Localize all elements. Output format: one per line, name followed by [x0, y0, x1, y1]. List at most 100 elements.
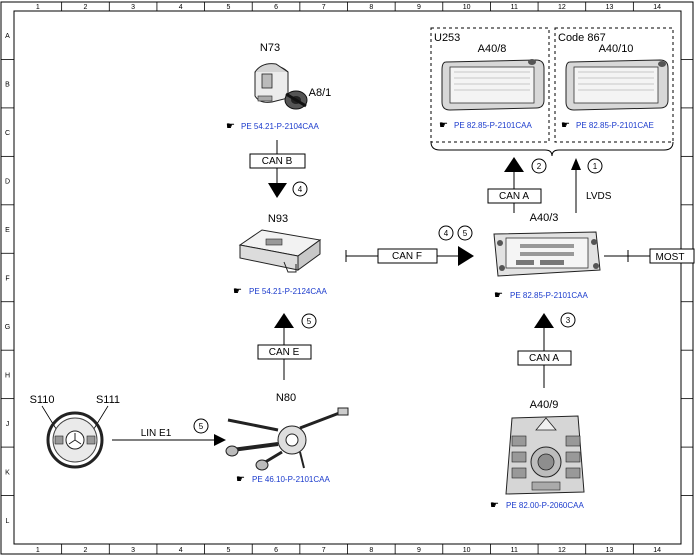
a40-3-reference-link[interactable]: PE 82.85-P-2101CAA	[510, 291, 588, 300]
reference-hand-icon: ☛	[236, 474, 245, 485]
a40-10-display-icon	[565, 59, 669, 111]
steering-wheel-icon	[46, 411, 104, 469]
grid-column-label: 7	[322, 4, 326, 11]
grid-column-label: 12	[558, 4, 566, 11]
step-badge	[457, 225, 473, 241]
grid-column-label: 10	[463, 4, 471, 11]
lvds-step: 1	[593, 162, 598, 171]
lvds-arrowhead	[571, 158, 581, 170]
step-badge	[587, 158, 603, 174]
a40-8-label: A40/8	[478, 43, 507, 55]
n80-reference[interactable]: ☛ PE 46.10-P-2101CAA	[236, 474, 330, 485]
u253-dashed-box	[430, 27, 550, 143]
grid-column-label: 7	[322, 547, 326, 554]
can-a-low-arrowhead	[534, 313, 554, 328]
grid-column-label: 14	[653, 547, 661, 554]
a40-8-display-icon	[441, 59, 545, 111]
step-badge	[438, 225, 454, 241]
reference-hand-icon: ☛	[494, 290, 503, 301]
a40-9-reference-link[interactable]: PE 82.00-P-2060CAA	[506, 501, 584, 510]
can-b-label: CAN B	[262, 156, 293, 167]
n80-steering-column-switch-icon	[225, 407, 349, 471]
grid-row-label: D	[5, 179, 10, 186]
step-badge	[292, 181, 308, 197]
a40-9-reference[interactable]: ☛ PE 82.00-P-2060CAA	[490, 500, 584, 511]
grid-row-label: H	[5, 372, 10, 379]
a40-3-reference[interactable]: ☛ PE 82.85-P-2101CAA	[494, 290, 588, 301]
code867-dashed-box	[554, 27, 674, 143]
display-group-brace	[430, 141, 674, 157]
grid-row-label: K	[5, 469, 10, 476]
a40-10-reference[interactable]: ☛ PE 82.85-P-2101CAE	[561, 120, 654, 131]
grid-row-label: F	[5, 276, 9, 283]
grid-column-label: 8	[369, 4, 373, 11]
s110-label: S110	[30, 394, 55, 406]
can-a-up-arrowhead	[504, 157, 524, 172]
grid-column-label: 13	[606, 4, 614, 11]
grid-column-label: 9	[417, 4, 421, 11]
grid-row-label: G	[5, 324, 10, 331]
grid-column-label: 6	[274, 547, 278, 554]
a40-9-control-panel-icon	[505, 415, 585, 495]
grid-column-label: 9	[417, 547, 421, 554]
grid-row-label: B	[5, 82, 10, 89]
grid-column-label: 3	[131, 547, 135, 554]
a40-8-reference-link[interactable]: PE 82.85-P-2101CAA	[454, 121, 532, 130]
can-b-arrowhead	[268, 183, 287, 198]
grid-row-label: L	[6, 518, 10, 525]
n73-switch-icon	[254, 63, 308, 110]
reference-hand-icon: ☛	[233, 286, 242, 297]
a40-10-reference-link[interactable]: PE 82.85-P-2101CAE	[576, 121, 654, 130]
grid-column-label: 5	[226, 547, 230, 554]
n73-reference-link[interactable]: PE 54.21-P-2104CAA	[241, 122, 319, 131]
n73-reference[interactable]: ☛ PE 54.21-P-2104CAA	[226, 121, 319, 132]
step-badge	[301, 313, 317, 329]
lin-e1-arrowhead	[214, 434, 226, 446]
grid-column-label: 4	[179, 4, 183, 11]
n93-reference-link[interactable]: PE 54.21-P-2124CAA	[249, 287, 327, 296]
grid-column-label: 13	[606, 547, 614, 554]
grid-column-label: 14	[653, 4, 661, 11]
grid-column-label: 10	[463, 547, 471, 554]
reference-hand-icon: ☛	[490, 500, 499, 511]
grid-column-label: 2	[84, 547, 88, 554]
grid-column-label: 3	[131, 4, 135, 11]
n80-reference-link[interactable]: PE 46.10-P-2101CAA	[252, 475, 330, 484]
grid-row-label: J	[6, 421, 10, 428]
n93-reference[interactable]: ☛ PE 54.21-P-2124CAA	[233, 286, 327, 297]
grid-column-label: 5	[226, 4, 230, 11]
reference-hand-icon: ☛	[561, 120, 570, 131]
s111-label: S111	[96, 394, 120, 406]
grid-column-label: 4	[179, 547, 183, 554]
can-f-step-a: 4	[444, 229, 449, 238]
a40-3-head-unit-icon	[493, 231, 601, 277]
grid-column-label: 11	[511, 4, 518, 11]
lvds-label: LVDS	[586, 191, 612, 202]
can-a-up-label: CAN A	[499, 191, 529, 202]
n80-label: N80	[276, 392, 296, 404]
most-label: MOST	[656, 252, 685, 263]
can-e-step: 5	[307, 317, 312, 326]
step-badge	[560, 312, 576, 328]
grid-row-label: A	[5, 33, 10, 40]
a40-8-reference[interactable]: ☛ PE 82.85-P-2101CAA	[439, 120, 532, 131]
n73-sublabel: A8/1	[309, 87, 332, 99]
a40-10-label: A40/10	[599, 43, 634, 55]
code867-label: Code 867	[558, 32, 606, 44]
u253-label: U253	[434, 32, 460, 44]
can-a-low-step: 3	[566, 316, 571, 325]
n73-label: N73	[260, 42, 280, 54]
can-f-label: CAN F	[392, 251, 422, 262]
grid-column-label: 2	[84, 4, 88, 11]
step-badge	[531, 158, 547, 174]
grid-column-label: 12	[558, 547, 566, 554]
grid-column-label: 11	[511, 547, 518, 554]
can-f-arrowhead	[458, 246, 474, 266]
lin-e1-label: LIN E1	[141, 428, 172, 439]
can-b-step: 4	[298, 185, 303, 194]
can-e-label: CAN E	[269, 347, 300, 358]
n93-label: N93	[268, 213, 288, 225]
